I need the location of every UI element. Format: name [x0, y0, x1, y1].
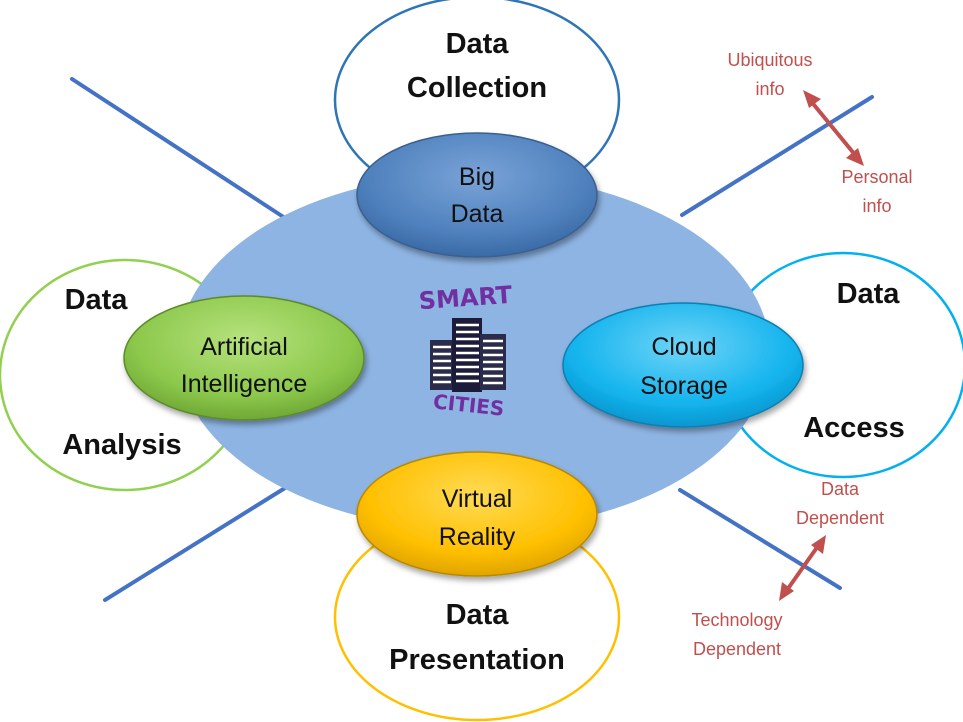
outer-collection-label-2: Collection: [407, 72, 547, 104]
smart-logo-top: SMART: [418, 281, 514, 315]
node-big-data: [356, 132, 598, 258]
node-vr-label-2: Reality: [439, 523, 516, 551]
node-cloud-label-2: Storage: [640, 372, 728, 400]
annotation-top-right: Ubiquitous info Personal info: [727, 50, 912, 216]
annot-technology-line2: Dependent: [693, 639, 781, 659]
annot-technology-line1: Technology: [691, 610, 782, 630]
double-arrow-icon: [779, 535, 826, 601]
double-arrow-icon: [803, 90, 864, 166]
node-big-data-label-2: Data: [451, 200, 504, 228]
axis-line-bottom-left: [103, 486, 287, 602]
annotation-bottom-right: Data Dependent Technology Dependent: [691, 479, 884, 659]
outer-access-label-1: Data: [837, 278, 901, 310]
node-vr: [356, 451, 598, 577]
outer-analysis-label-1: Data: [65, 284, 129, 316]
node-ai-label-2: Intelligence: [181, 370, 307, 398]
node-cloud-storage: [562, 302, 804, 428]
annot-personal-line2: info: [862, 196, 891, 216]
axis-line-bottom-right: [678, 488, 842, 590]
smart-cities-logo: SMART: [418, 281, 514, 421]
node-cloud-label-1: Cloud: [651, 333, 716, 361]
building-icon: [430, 318, 506, 392]
node-vr-label-1: Virtual: [442, 485, 512, 513]
axis-line-top-left: [70, 77, 287, 220]
annot-data-dependent-line1: Data: [821, 479, 860, 499]
outer-presentation-label-2: Presentation: [389, 644, 565, 676]
node-ai: [123, 295, 365, 421]
outer-presentation-label-1: Data: [446, 599, 510, 631]
axis-line-top-right: [680, 95, 874, 217]
outer-access-label-2: Access: [803, 412, 905, 444]
axis-lines: [70, 77, 874, 602]
outer-analysis-label-2: Analysis: [62, 429, 181, 461]
node-ai-label-1: Artificial: [200, 333, 288, 361]
outer-collection-label-1: Data: [446, 28, 510, 60]
node-big-data-label-1: Big: [459, 163, 495, 191]
annot-ubiquitous-line2: info: [755, 79, 784, 99]
annot-ubiquitous-line1: Ubiquitous: [727, 50, 812, 70]
annot-data-dependent-line2: Dependent: [796, 508, 884, 528]
annot-personal-line1: Personal: [841, 167, 912, 187]
